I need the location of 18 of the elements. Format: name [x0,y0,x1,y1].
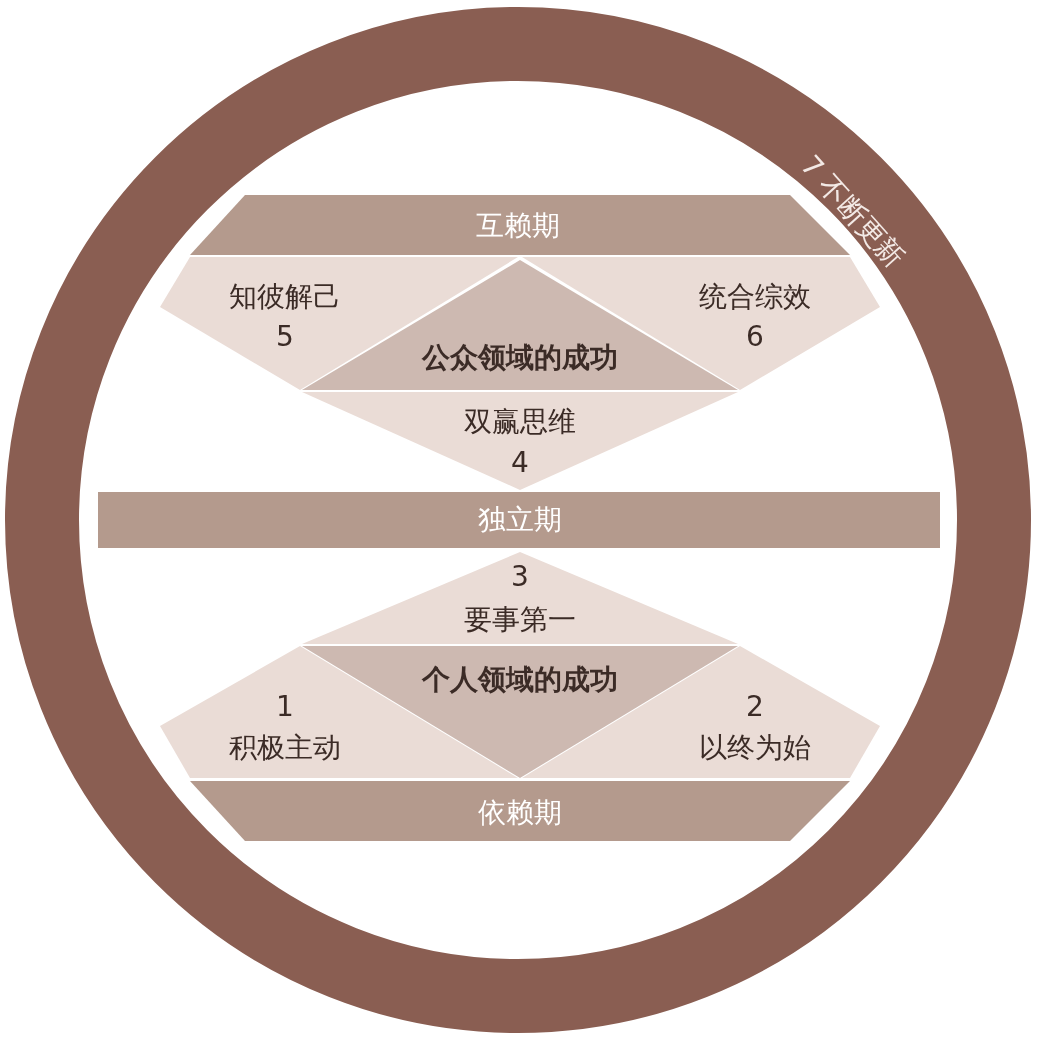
stage-label: 独立期 [478,504,562,536]
habit-label: 3 [511,561,529,593]
habit-label: 以终为始 [699,732,811,764]
stage-label: 依赖期 [478,797,562,829]
habit-label: 双赢思维 [464,406,576,438]
stage-label: 互赖期 [476,210,560,242]
habit-label: 要事第一 [464,604,576,636]
domain-label: 公众领域的成功 [422,342,618,374]
habit-label: 6 [746,321,764,353]
habit-label: 知彼解己 [229,281,341,313]
domain-label: 个人领域的成功 [422,664,618,696]
habit-label: 1 [276,691,294,723]
habit-label: 4 [511,447,529,479]
ring-label: 7 不断更新 [794,150,910,274]
habit-label: 2 [746,691,764,723]
habit-label: 5 [276,321,294,353]
habit-label: 统合综效 [699,281,811,313]
habit-label: 积极主动 [229,732,341,764]
